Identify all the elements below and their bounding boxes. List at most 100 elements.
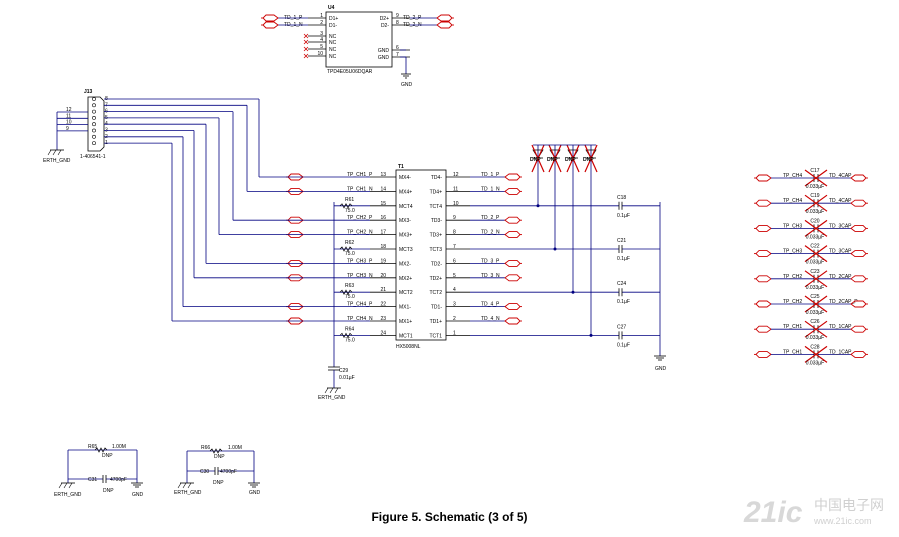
- dnp-cap-right-net: TD_2CAP: [829, 274, 852, 280]
- cap-value: 0.1µF: [617, 342, 630, 348]
- net-flag-icon: [504, 303, 522, 311]
- u4-pin-number: 4: [320, 37, 323, 43]
- t1-pin-number: 6: [453, 258, 456, 264]
- u4-pin-name: GND: [378, 48, 390, 54]
- u4-pin-name: D1-: [329, 23, 337, 29]
- dnp-cap-ref: C19: [810, 193, 819, 199]
- t1-net-label: TP_CH1_P: [347, 172, 373, 178]
- u4-pin-name: GND: [378, 55, 390, 61]
- dnp-cap-left-net: TP_CH2: [783, 299, 802, 305]
- t1-part: HX5008NL: [396, 344, 421, 350]
- wire: [804, 345, 828, 363]
- t1-pin-number: 22: [380, 302, 386, 308]
- t1-pin-name: MCT4: [399, 204, 413, 210]
- t1-pin-number: 18: [380, 244, 386, 250]
- t1-net-label: TP_CH3_P: [347, 258, 373, 264]
- net-flag-icon: [850, 350, 868, 358]
- t1-pin-number: 16: [380, 215, 386, 221]
- c30-ref: C30: [200, 469, 209, 475]
- dnp-cap-ref: C22: [810, 244, 819, 250]
- r66-dnp: DNP: [214, 454, 225, 460]
- net-flag-icon: [850, 174, 868, 182]
- svg-text:www.21ic.com: www.21ic.com: [813, 516, 872, 526]
- net-flag-icon: [504, 317, 522, 325]
- t1-pin-name: TCT3: [430, 247, 443, 253]
- net-flag-icon: [261, 14, 279, 22]
- dnp-cap-left-net: TP_CH1: [783, 349, 802, 355]
- j13-shield-pin-number: 9: [66, 126, 69, 132]
- net-flag-icon: [754, 199, 772, 207]
- net-flag-icon: [850, 300, 868, 308]
- dnp-cap-value: 0.033µF: [806, 260, 824, 266]
- dnp-cap-left-net: TP_CH4: [783, 173, 802, 179]
- t1-pin-number: 9: [453, 215, 456, 221]
- gnd-symbol-right: GND: [654, 355, 667, 372]
- t1-pin-number: 1: [453, 330, 456, 336]
- net-flag-icon: [504, 274, 522, 282]
- net-flag-icon: [504, 173, 522, 181]
- wire: [303, 53, 309, 59]
- dnp-cap-left-net: TP_CH3: [783, 249, 802, 255]
- c31-value: 4700pF: [110, 477, 127, 483]
- r65-ref: R65: [88, 444, 97, 450]
- dnp-cap-value: 0.033µF: [806, 285, 824, 291]
- t1-pin-number: 15: [380, 201, 386, 207]
- resistor-value: 75.0: [345, 208, 355, 214]
- r65-value: 1.00M: [112, 444, 126, 450]
- t1-net-label: TD_1_P: [481, 172, 500, 178]
- wire: [303, 33, 309, 39]
- j13-contact-icon: [92, 97, 96, 101]
- cap-value: 0.1µF: [617, 256, 630, 262]
- net-flag-icon: [850, 325, 868, 333]
- t1-pin-name: TD4+: [430, 189, 442, 195]
- wire: [804, 245, 828, 263]
- u4-pin-name: NC: [329, 34, 337, 40]
- t1-pin-name: TD3-: [431, 218, 442, 224]
- t1-pin-name: MX2+: [399, 276, 412, 282]
- r66-ref: R66: [201, 445, 210, 451]
- dnp-cap-left-net: TP_CH3: [783, 223, 802, 229]
- j13-shield-pin-number: 10: [66, 120, 72, 126]
- j13-to-t1-wires: [104, 98, 303, 322]
- dnp-label: DNP: [565, 157, 576, 163]
- cap-ref: C27: [617, 324, 626, 330]
- c29-value: 0.01µF: [339, 375, 355, 381]
- figure-caption: Figure 5. Schematic (3 of 5): [371, 510, 528, 524]
- net-flag-icon: [754, 250, 772, 258]
- u4-pin-number: 2: [320, 20, 323, 26]
- net-flag-icon: [850, 199, 868, 207]
- net-flag-icon: [850, 275, 868, 283]
- t1-pin-name: TCT1: [430, 333, 443, 339]
- t1-net-label: TP_CH2_N: [347, 230, 373, 236]
- j13-contact-icon: [92, 141, 96, 146]
- net-flag-icon: [754, 224, 772, 232]
- c30-dnp: DNP: [213, 480, 224, 486]
- resistor-icon: [339, 246, 353, 252]
- dnp-cap-right-net: TD_3CAP: [829, 249, 852, 255]
- t1-pin-name: TD4-: [431, 175, 442, 181]
- t1-net-label: TD_4_P: [481, 302, 500, 308]
- dnp-cap-left-net: TP_CH4: [783, 198, 802, 204]
- c29-cap: C29 0.01µF ERTH_GND: [318, 366, 355, 401]
- net-flag-icon: [436, 21, 454, 29]
- j13-contact-icon: [92, 103, 96, 108]
- wire: [584, 144, 598, 173]
- u4-pin-number: 6: [396, 45, 399, 51]
- t1-pin-number: 14: [380, 186, 386, 192]
- dnp-cap-right-net: TD_3CAP: [829, 223, 852, 229]
- t1-pin-number: 8: [453, 230, 456, 236]
- net-flag-icon: [754, 275, 772, 283]
- u4-pin-name: D1+: [329, 16, 338, 22]
- t1-net-label: TD_2_N: [481, 230, 500, 236]
- resistor-icon: [339, 289, 353, 295]
- t1-pin-number: 12: [453, 172, 459, 178]
- u4-pin-number: 7: [396, 52, 399, 58]
- t1-pin-name: TD2-: [431, 261, 442, 267]
- t1-pin-number: 17: [380, 230, 386, 236]
- t1-pin-name: MCT3: [399, 247, 413, 253]
- dnp-cap-value: 0.033µF: [806, 234, 824, 240]
- dnp-cap-right-net: TD_1CAP: [829, 349, 852, 355]
- resistor-icon: [339, 332, 353, 339]
